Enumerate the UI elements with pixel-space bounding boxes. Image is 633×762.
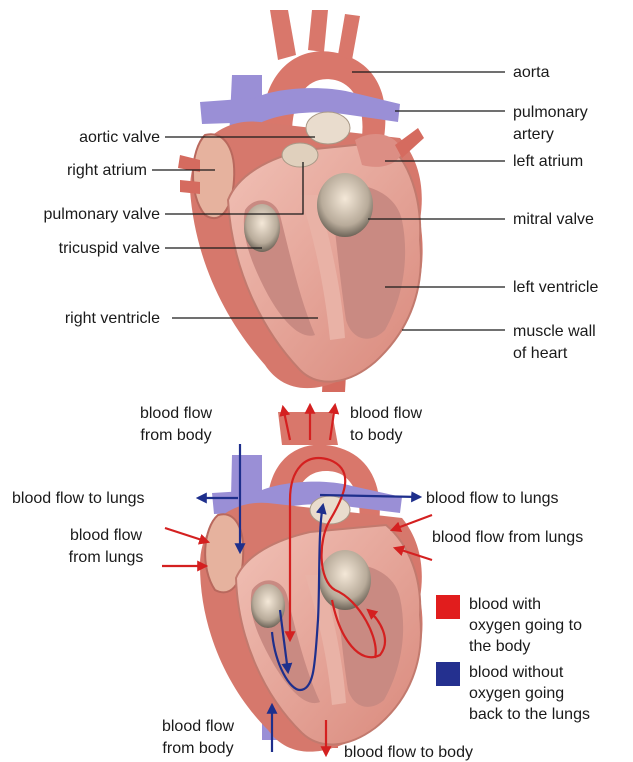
label-mitral-valve: mitral valve [513,211,594,228]
legend-swatch-deoxygenated [436,662,460,686]
legend-deoxygenated-line2: oxygen going [469,685,564,702]
label-from-body-bottom-line2: from body [162,740,233,757]
aortic-valve-shape [306,112,350,144]
tricuspid-valve-shape [244,204,280,252]
aortic-branch-3 [338,14,360,60]
label-right-atrium: right atrium [67,162,147,179]
label-left-ventricle: left ventricle [513,279,598,296]
label-from-lungs-left-line1: blood flow [70,527,142,544]
top-heart-illustration [178,10,424,392]
label-pulmonary-valve: pulmonary valve [44,206,161,223]
legend-oxygenated-line1: blood with [469,596,541,613]
legend-oxygenated-line3: the body [469,638,530,655]
pulmonary-vein-left-2 [180,180,200,194]
label-from-lungs-right: blood flow from lungs [432,529,583,546]
label-to-body-bottom: blood flow to body [344,744,473,761]
label-right-ventricle: right ventricle [65,310,160,327]
pulmonary-valve-shape [282,143,318,167]
legend-deoxygenated-line3: back to the lungs [469,706,590,723]
label-muscle-wall-line2: of heart [513,345,568,362]
label-to-body-top-line1: blood flow [350,405,422,422]
label-pulmonary-artery-line1: pulmonary [513,104,588,121]
aortic-branch-2 [308,10,328,52]
mitral-valve-shape [317,173,373,237]
bottom-tricuspid-valve-shape [251,584,285,628]
label-pulmonary-artery-line2: artery [513,126,554,143]
label-aorta: aorta [513,64,550,81]
bottom-heart-illustration [200,412,423,752]
label-from-body-top-line1: blood flow [140,405,212,422]
label-left-atrium: left atrium [513,153,583,170]
label-muscle-wall-line1: muscle wall [513,323,596,340]
label-aortic-valve: aortic valve [79,129,160,146]
label-tricuspid-valve: tricuspid valve [59,240,160,257]
legend-swatch-oxygenated [436,595,460,619]
label-from-body-bottom-line1: blood flow [162,718,234,735]
label-from-lungs-left-line2: from lungs [69,549,144,566]
label-to-lungs-right: blood flow to lungs [426,490,559,507]
red-arrow-from-lungs-left-1 [165,528,208,542]
label-to-lungs-left: blood flow to lungs [12,490,145,507]
legend: blood with oxygen going to the body bloo… [436,595,590,723]
legend-deoxygenated-line1: blood without [469,664,564,681]
legend-oxygenated-line2: oxygen going to [469,617,582,634]
aortic-branch-1 [270,10,296,60]
label-to-body-top-line2: to body [350,427,402,444]
label-from-body-top-line2: from body [140,427,211,444]
